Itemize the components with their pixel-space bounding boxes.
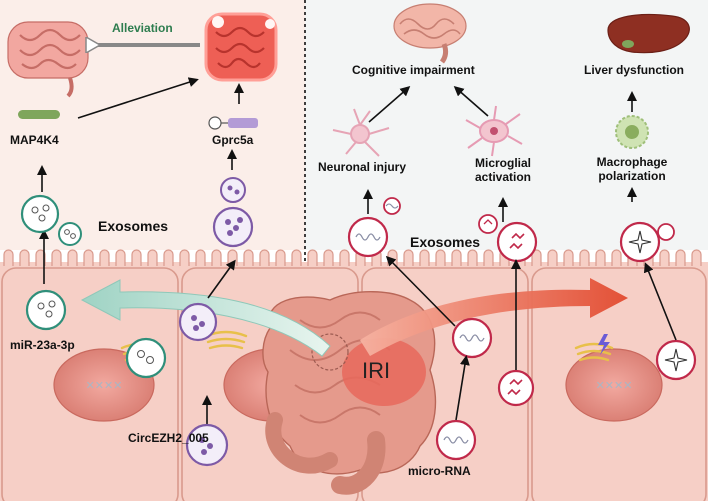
- microglia-icon: [465, 105, 523, 157]
- microglial-label-line2: activation: [474, 169, 532, 184]
- exosome-icon: [20, 194, 167, 379]
- svg-text:✕✕✕✕: ✕✕✕✕: [596, 379, 633, 392]
- gprc5a-label: Gprc5a: [212, 133, 254, 147]
- exosomes-left-label: Exosomes: [98, 218, 169, 234]
- exosome-icon: [178, 177, 254, 467]
- lightning-icon: [598, 334, 610, 355]
- liver-dysfunction-label: Liver dysfunction: [584, 63, 685, 77]
- exosomes-right-label: Exosomes: [410, 234, 481, 250]
- alleviation-label: Alleviation: [112, 21, 173, 35]
- right-flow-arrows: [363, 86, 677, 421]
- micro-rna-label: micro-RNA: [408, 464, 471, 478]
- macrophage-icon: [615, 115, 649, 149]
- macrophage-label-line2: polarization: [598, 168, 666, 183]
- gprc5a-receptor-icon: [208, 116, 258, 130]
- transfer-arrow-left: [80, 279, 331, 357]
- map4k4-protein-icon: [18, 110, 60, 119]
- healthy-intestine-icon: [7, 21, 89, 98]
- iri-highlight: [342, 338, 426, 406]
- microglial-label-line1: Microglial: [474, 156, 532, 170]
- exosome-icon: [347, 197, 697, 461]
- neuron-icon: [332, 108, 390, 157]
- liver-icon: [607, 13, 690, 54]
- macrophage-label-line1: Macrophage: [596, 155, 668, 169]
- neuronal-injury-label: Neuronal injury: [318, 160, 407, 174]
- iri-label: IRI: [362, 358, 391, 383]
- microglial-activation-label: Microglial activation: [474, 156, 532, 185]
- map4k4-label: MAP4K4: [10, 133, 59, 147]
- macrophage-polarization-label: Macrophage polarization: [596, 155, 668, 184]
- brain-icon: [393, 3, 467, 64]
- svg-text:✕✕✕✕: ✕✕✕✕: [86, 379, 123, 392]
- left-flow-arrows: [37, 77, 244, 424]
- cognitive-impairment-label: Cognitive impairment: [352, 63, 475, 77]
- transfer-arrow-right: [360, 278, 628, 356]
- mir-label: miR-23a-3p: [10, 338, 75, 352]
- circezh2-label: CircEZH2_005: [128, 431, 209, 445]
- inflamed-intestine-icon: [204, 12, 278, 82]
